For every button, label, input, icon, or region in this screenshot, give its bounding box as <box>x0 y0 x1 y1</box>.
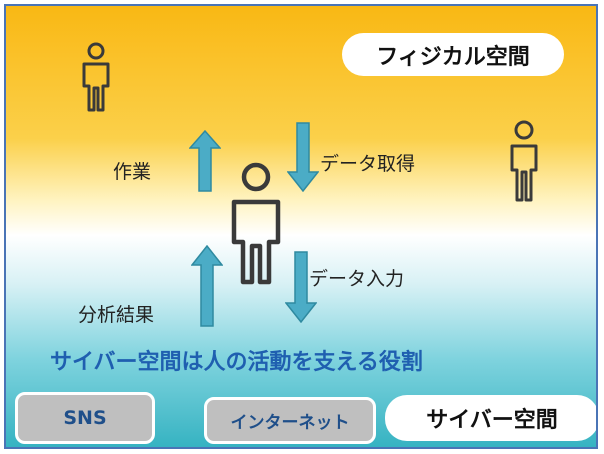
physical-space-label: フィジカル空間 <box>342 33 564 76</box>
down-arrow-icon <box>285 251 317 323</box>
person-icon <box>231 162 281 285</box>
work-label: 作業 <box>113 161 152 183</box>
headline: サイバー空間は人の活動を支える役割 <box>50 350 423 375</box>
internet-box: インターネット <box>204 397 376 444</box>
cyber-space-label: サイバー空間 <box>385 395 596 441</box>
data-acquisition-label: データ取得 <box>320 153 416 175</box>
up-arrow-icon <box>189 130 221 192</box>
down-arrow-icon <box>287 122 319 192</box>
sns-box: SNS <box>15 392 155 444</box>
data-input-label: データ入力 <box>309 268 405 290</box>
analysis-result-label: 分析結果 <box>78 304 155 326</box>
person-icon <box>82 42 110 112</box>
person-icon <box>510 120 538 202</box>
up-arrow-icon <box>191 245 223 327</box>
scene-frame: フィジカル空間 作業 データ取得 分析結果 データ入力 サイバー空間は人の活動を… <box>4 4 598 449</box>
